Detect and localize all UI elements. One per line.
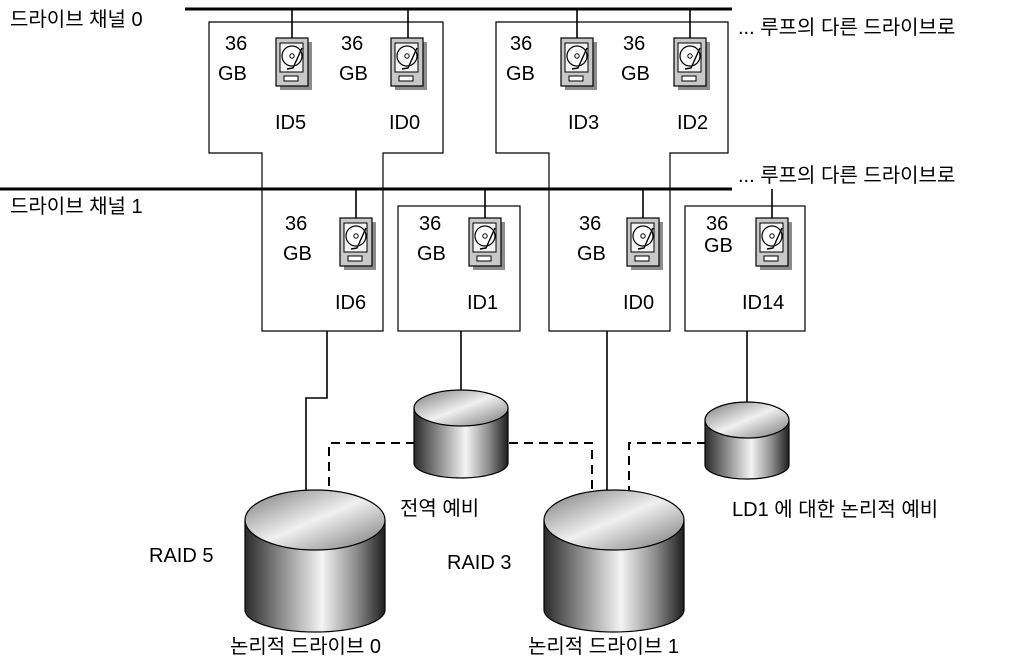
raid-5-label: RAID 5 [149,545,213,567]
loop-to-other-drives-label-0: ... 루프의 다른 드라이브로 [738,16,955,39]
drive-capacity-unit: GB [339,63,368,85]
loop-to-other-drives-label-1: ... 루프의 다른 드라이브로 [738,164,955,187]
drive-capacity: 36 [510,33,532,55]
drive-channel-1-label: 드라이브 채널 1 [10,195,143,218]
drive-capacity-unit: GB [283,243,312,265]
drive-channel-0-label: 드라이브 채널 0 [10,8,143,31]
drive-capacity-unit: GB [218,63,247,85]
drive-id: ID14 [742,292,784,314]
hard-disk-icon [755,217,793,271]
hard-disk-icon [626,217,664,271]
drive-id: ID0 [389,112,420,134]
drive-id: ID2 [677,112,708,134]
drive-capacity-unit: GB [417,243,446,265]
drive-capacity: 36 [579,213,601,235]
drive-capacity: 36 [623,33,645,55]
local-spare-cylinder-icon [704,401,790,480]
enclosure-raid3 [495,21,729,332]
drive-capacity: 36 [419,213,441,235]
logical-drive-0-label: 논리적 드라이브 0 [230,635,381,658]
hard-disk-icon [390,37,428,91]
drive-capacity: 36 [706,213,728,235]
global-spare-label: 전역 예비 [400,497,479,520]
hard-disk-icon [339,217,377,271]
drive-capacity-unit: GB [621,63,650,85]
enclosure-global-spare [397,205,521,332]
drive-capacity: 36 [285,213,307,235]
hard-disk-icon [275,37,313,91]
logical-drive-1-cylinder-icon [543,489,685,633]
logical-drive-0-cylinder-icon [244,489,386,633]
drive-capacity-unit: GB [704,235,733,257]
hard-disk-icon [673,37,711,91]
drive-capacity: 36 [341,33,363,55]
enclosure-local-spare [684,205,806,332]
drive-capacity-unit: GB [506,63,535,85]
drive-id: ID1 [467,292,498,314]
drive-id: ID3 [568,112,599,134]
drive-id: ID5 [275,112,306,134]
hard-disk-icon [468,217,506,271]
logical-drive-1-label: 논리적 드라이브 1 [528,635,679,658]
drive-capacity-unit: GB [577,243,606,265]
global-spare-cylinder-icon [413,389,509,479]
hard-disk-icon [560,37,598,91]
enclosure-raid5 [208,21,444,332]
drive-id: ID0 [623,292,654,314]
drive-capacity: 36 [225,33,247,55]
local-spare-label: LD1 에 대한 논리적 예비 [732,498,938,521]
drive-id: ID6 [335,292,366,314]
raid-3-label: RAID 3 [447,552,511,574]
